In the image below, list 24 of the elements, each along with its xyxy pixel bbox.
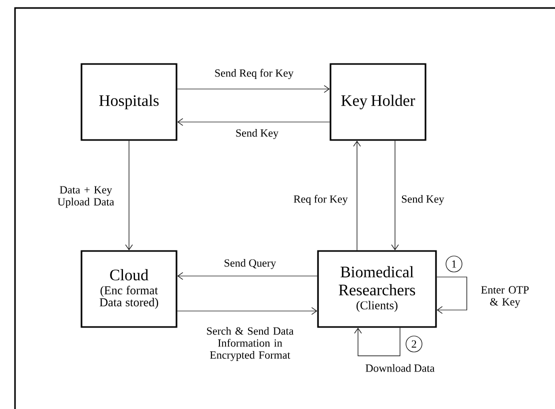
- arrow: [177, 118, 330, 126]
- arrow: [436, 276, 468, 314]
- edge-label: Download Data: [366, 364, 435, 372]
- process-box: Biomedical Researchers (Clients): [317, 250, 437, 328]
- arrow: [177, 307, 318, 315]
- process-box: Key Holder: [330, 63, 426, 141]
- callout-number: 1: [446, 256, 462, 272]
- edge-label: Enter OTP & Key: [481, 286, 529, 308]
- arrow: [177, 272, 318, 280]
- arrow: [354, 328, 400, 356]
- edge-label: Req for Key: [294, 194, 348, 206]
- arrow: [125, 140, 133, 250]
- process-box: Hospitals: [80, 63, 178, 141]
- arrow: [177, 85, 330, 93]
- process-box: Cloud (Enc format Data stored): [80, 250, 178, 328]
- edge-label: Send Key: [236, 129, 278, 139]
- edge-label: Data + Key Upload Data: [58, 186, 114, 208]
- edge-label: Send Req for Key: [215, 68, 294, 80]
- edge-label: Serch & Send Data Information in Encrypted Format: [207, 327, 294, 361]
- arrow: [391, 140, 399, 250]
- arrow: [353, 140, 361, 250]
- callout-number: 2: [406, 336, 422, 352]
- edge-label: Send Query: [224, 259, 276, 269]
- edge-label: Send Key: [402, 195, 444, 205]
